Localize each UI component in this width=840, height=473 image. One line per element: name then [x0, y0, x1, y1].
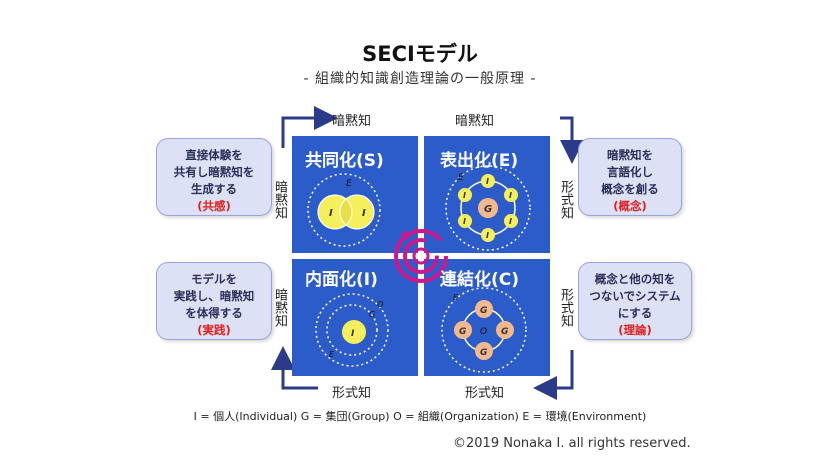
symbol-individual: I	[351, 329, 355, 339]
symbol-organization: O	[480, 327, 487, 337]
axis-top-left: 暗黙知	[332, 114, 372, 129]
quadrant-internalization	[292, 259, 418, 376]
key-practice: (実践)	[197, 323, 231, 337]
symbol-individual: I	[486, 231, 489, 240]
axis-bottom-right: 形式知	[465, 386, 505, 401]
externalization-illustration: G I I I I I I E	[445, 165, 531, 251]
axis-bottom-left: 形式知	[332, 386, 372, 401]
combination-illustration: G G G G O E	[441, 287, 527, 373]
quadrant-label-combination: 連結化(C)	[440, 270, 520, 290]
page-title: SECIモデル	[362, 42, 478, 66]
key-empathy: (共感)	[197, 199, 231, 213]
key-theory: (理論)	[618, 323, 652, 337]
copyright: ©2019 Nonaka I. all rights reserved.	[453, 436, 691, 451]
arrow-bottom-right	[533, 350, 574, 400]
symbol-individual: I	[463, 191, 466, 200]
symbol-group: G	[369, 310, 375, 319]
arrow-top-left	[281, 106, 338, 148]
bubble-internalization: モデルを 実践し、暗黙知 を体得する (実践)	[156, 262, 272, 340]
symbol-group: G	[484, 204, 492, 215]
symbol-environment: E	[346, 179, 352, 189]
quadrant-label-externalization: 表出化(E)	[440, 151, 519, 171]
axis-left-top: 暗黙知	[272, 180, 287, 219]
symbol-individual: I	[329, 208, 333, 219]
quadrant-label-internalization: 内面化(I)	[305, 270, 378, 290]
arrow-left-bottom	[271, 346, 318, 390]
page-subtitle: - 組織的知識創造理論の一般原理 -	[303, 71, 537, 87]
axis-right-bottom: 形式知	[558, 288, 573, 327]
axis-left-bottom: 暗黙知	[272, 288, 287, 327]
symbol-group: G	[480, 306, 487, 316]
symbol-individual: I	[463, 217, 466, 226]
symbol-individual: I	[509, 217, 512, 226]
symbol-environment: E	[329, 350, 335, 359]
axis-right-top: 形式知	[558, 180, 573, 219]
symbol-group: G	[459, 327, 466, 337]
symbol-environment: E	[453, 293, 459, 302]
symbol-individual: I	[362, 208, 366, 219]
symbol-environment: E	[458, 173, 464, 183]
symbol-group: G	[480, 348, 487, 358]
symbol-legend: I = 個人(Individual) G = 集団(Group) O = 組織(…	[193, 410, 647, 423]
spiral-icon	[394, 229, 448, 283]
quadrant-socialization	[292, 136, 418, 253]
arrow-right-top	[560, 116, 584, 164]
symbol-individual: I	[486, 177, 489, 186]
bubble-socialization: 直接体験を 共有し暗黙知を 生成する (共感)	[156, 138, 272, 216]
axis-top-right: 暗黙知	[455, 114, 495, 129]
socialization-illustration: I I E	[307, 173, 381, 247]
key-concept: (概念)	[613, 199, 647, 213]
bubble-combination: 概念と他の知を つないでシステム にする (理論)	[578, 262, 692, 340]
bubble-externalization: 暗黙知を 言語化し 概念を創る (概念)	[578, 138, 682, 216]
symbol-individual: I	[509, 191, 512, 200]
quadrant-label-socialization: 共同化(S)	[305, 151, 384, 171]
internalization-illustration: I G O E	[315, 293, 389, 367]
symbol-organization: O	[377, 300, 383, 309]
symbol-group: G	[501, 327, 508, 337]
